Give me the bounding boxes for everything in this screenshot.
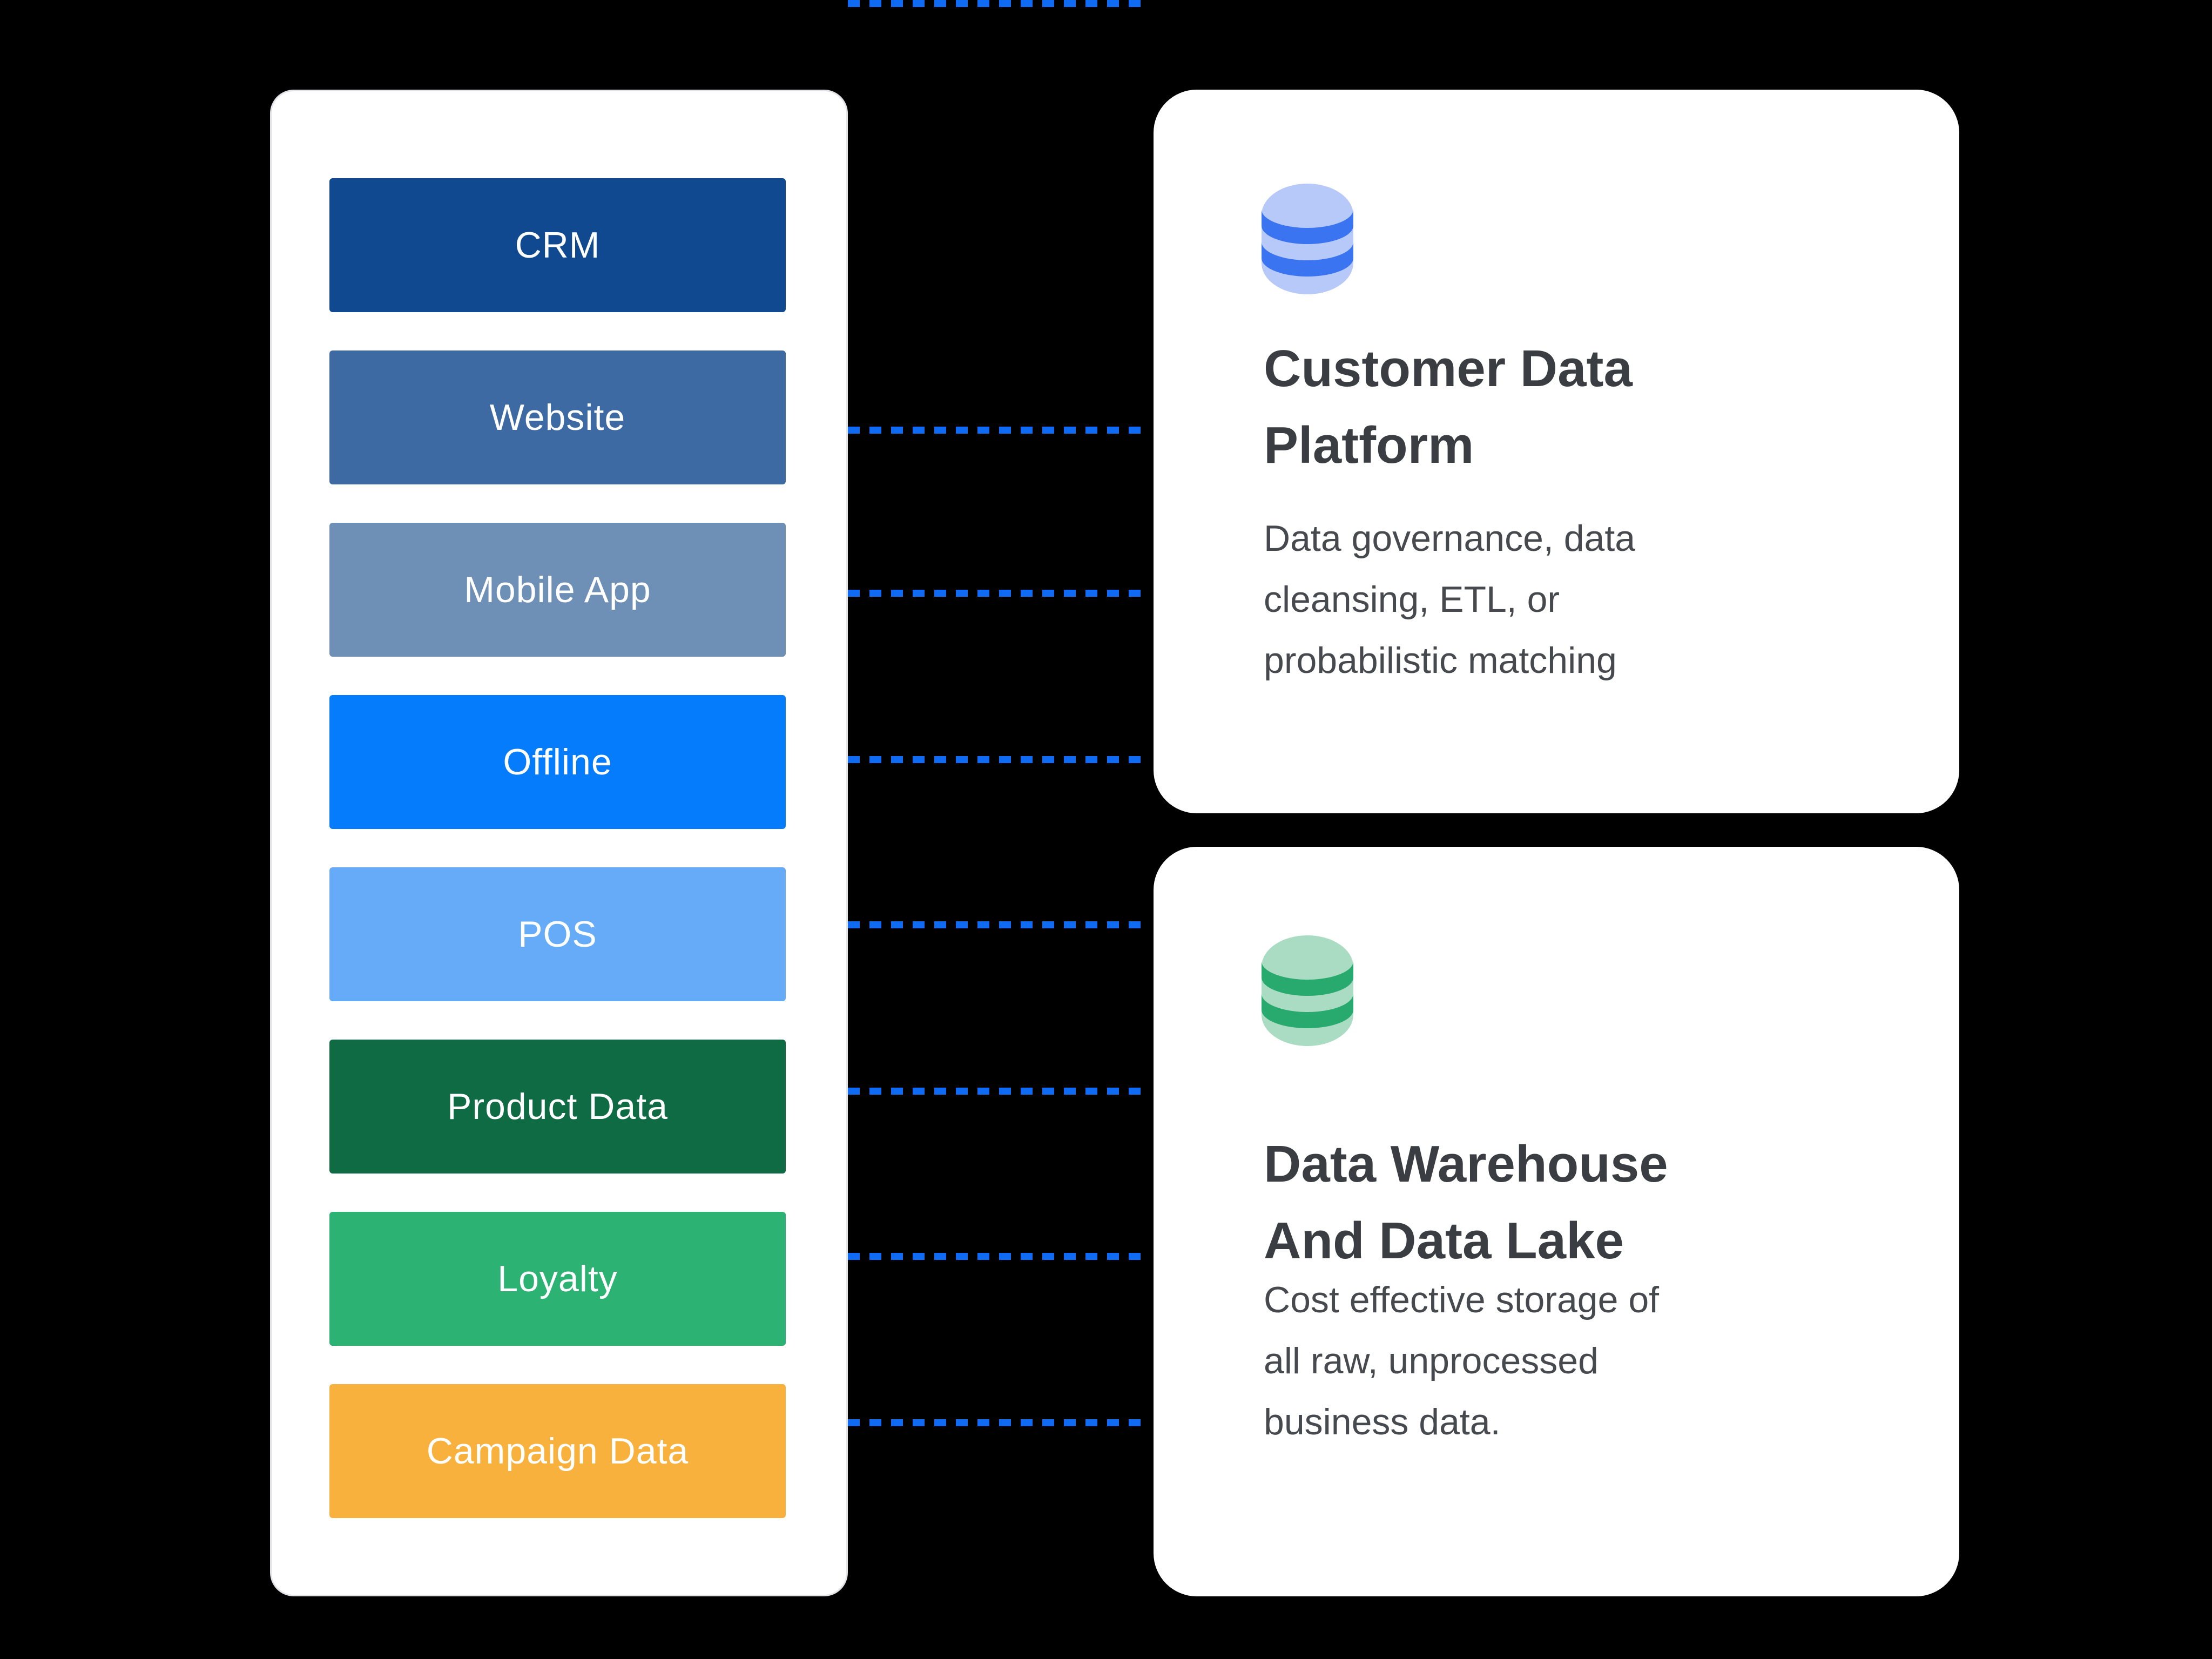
green-database-icon bbox=[1262, 935, 1353, 1046]
connector-line-mobile-app bbox=[848, 756, 1149, 763]
source-bar-crm: CRM bbox=[329, 178, 786, 312]
source-bar-offline: Offline bbox=[329, 695, 786, 829]
source-bar-mobile-app: Mobile App bbox=[329, 523, 786, 657]
connector-line-product-data bbox=[848, 1253, 1149, 1260]
source-bar-product-data: Product Data bbox=[329, 1040, 786, 1174]
data-sources-panel: CRM Website Mobile App Offline POS Produ… bbox=[270, 90, 848, 1596]
card-description: Data governance, data cleansing, ETL, or… bbox=[1264, 518, 1636, 681]
data-warehouse-card: Data Warehouse And Data Lake Cost effect… bbox=[1154, 847, 1959, 1596]
card-title: Customer Data Platform bbox=[1264, 340, 1633, 474]
database-stripe-bottom bbox=[1262, 994, 1353, 1028]
database-stripe-bottom bbox=[1262, 242, 1353, 276]
connector-line-pos bbox=[848, 1088, 1149, 1095]
connector-line-campaign-data bbox=[848, 0, 1149, 7]
source-bar-pos: POS bbox=[329, 867, 786, 1001]
connector-line-loyalty bbox=[848, 1419, 1149, 1426]
source-bar-website: Website bbox=[329, 350, 786, 484]
connector-line-website bbox=[848, 590, 1149, 597]
source-bar-campaign-data: Campaign Data bbox=[329, 1384, 786, 1518]
source-bar-loyalty: Loyalty bbox=[329, 1212, 786, 1346]
customer-data-platform-card: Customer Data Platform Data governance, … bbox=[1154, 90, 1959, 813]
database-stripe-top bbox=[1262, 210, 1353, 244]
connector-line-crm bbox=[848, 427, 1149, 434]
database-stripe-top bbox=[1262, 961, 1353, 996]
blue-database-icon bbox=[1262, 184, 1353, 294]
connector-line-offline bbox=[848, 921, 1149, 928]
card-description: Cost effective storage of all raw, unpro… bbox=[1264, 1279, 1660, 1442]
card-title: Data Warehouse And Data Lake bbox=[1264, 1135, 1668, 1270]
